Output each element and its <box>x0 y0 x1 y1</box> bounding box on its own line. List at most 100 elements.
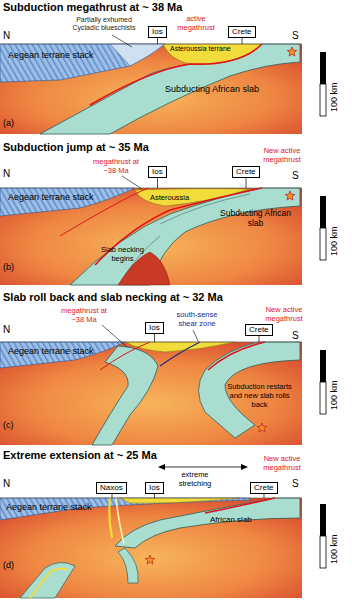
old-slab <box>92 346 158 445</box>
place-name: Crete <box>254 483 274 493</box>
region-label: Aegean terrane stack <box>8 192 94 203</box>
compass-label: S <box>292 330 299 342</box>
leader <box>112 35 132 47</box>
scale-bar <box>320 52 326 84</box>
leader <box>264 494 265 498</box>
leader <box>246 178 247 188</box>
panel-letter: (b) <box>3 262 14 273</box>
panel-a <box>0 35 326 134</box>
arrowhead <box>158 464 165 470</box>
surface <box>0 44 302 45</box>
panel-heading: Subduction megathrust at ~ 38 Ma <box>3 1 182 14</box>
blueschists <box>110 44 165 66</box>
old-megathrust <box>100 342 150 370</box>
megathrust <box>90 44 262 105</box>
panel-letter: (a) <box>3 118 14 129</box>
megathrust-label: New active megathrust <box>264 305 304 323</box>
place-name: Crete <box>249 325 269 335</box>
panel-b <box>0 176 326 285</box>
compass-label: N <box>3 324 10 336</box>
scale-bar <box>320 228 326 260</box>
star <box>257 423 267 432</box>
detached-slab <box>20 562 75 598</box>
annotation: extreme stretching <box>175 470 215 488</box>
scale-bar <box>320 350 326 382</box>
place-box: Crete <box>250 482 278 494</box>
stretch-arrow <box>164 467 242 468</box>
asteroussia <box>125 342 235 352</box>
scale-bar <box>320 382 326 414</box>
annotation: Partially exhumed Cycladic blueschists <box>62 16 146 33</box>
place-name: Naxos <box>100 483 123 493</box>
star <box>285 191 295 200</box>
mantle <box>0 44 302 134</box>
region-label: Aegean terrane stack <box>8 346 94 357</box>
compass-label: S <box>292 170 299 182</box>
compass-label: S <box>292 478 299 490</box>
shear-zone-label: south-sense shear zone <box>172 310 222 328</box>
leader <box>157 178 158 188</box>
leader <box>242 38 243 44</box>
leader <box>154 494 155 498</box>
megathrust <box>208 342 265 370</box>
place-name: Ios <box>152 167 163 177</box>
scale-label: 100 km <box>330 534 339 564</box>
mantle <box>0 188 302 285</box>
region-label: Asteroussia <box>150 193 189 202</box>
region-label: Asteroussia terrane <box>170 45 231 53</box>
scale-bar <box>320 504 326 536</box>
new-slab <box>199 342 301 438</box>
megathrust-label: megathrust at ~38 Ma <box>92 157 140 175</box>
region-label: Aegean terrane stack <box>8 50 94 61</box>
panel-heading: Subduction jump at ~ 35 Ma <box>3 141 149 154</box>
panel-heading: Extreme extension at ~ 25 Ma <box>3 449 157 462</box>
place-box: Crete <box>245 324 273 336</box>
slab <box>115 498 300 548</box>
panel-heading: Slab roll back and slab necking at ~ 32 … <box>3 291 223 304</box>
slab-fragment <box>118 548 138 583</box>
place-box: Ios <box>148 26 167 38</box>
panel-c <box>0 325 326 445</box>
aegean-stack <box>0 188 135 216</box>
megathrust-label: active megathrust <box>176 14 216 32</box>
megathrust-label: megathrust at ~38 Ma <box>60 306 108 324</box>
leader <box>157 38 158 44</box>
region-label: Aegean terrane stack <box>6 502 92 513</box>
place-name: Ios <box>149 483 160 493</box>
surface <box>0 498 302 499</box>
panel-d <box>0 464 326 598</box>
pluton <box>116 498 124 544</box>
place-box: Naxos <box>96 482 127 494</box>
place-name: Crete <box>236 167 256 177</box>
place-box: Ios <box>145 482 164 494</box>
compass-label: N <box>3 168 10 180</box>
place-name: Crete <box>232 27 252 37</box>
scale-bar <box>320 84 326 116</box>
megathrust-label: New active megathrust <box>262 146 302 164</box>
pluton <box>109 498 112 538</box>
place-box: Crete <box>232 166 260 178</box>
megathrust <box>95 188 262 265</box>
aegean-stack <box>0 342 125 368</box>
scale-bar <box>320 196 326 228</box>
place-name: Ios <box>152 27 163 37</box>
place-box: Ios <box>145 322 164 334</box>
place-box: Ios <box>148 166 167 178</box>
region-label: Subducting African slab <box>218 208 293 228</box>
star <box>287 47 297 56</box>
mantle <box>0 342 302 445</box>
place-name: Ios <box>149 323 160 333</box>
scale-label: 100 km <box>330 226 339 256</box>
compass-label: S <box>292 30 299 42</box>
megathrust-label: New active megathrust <box>262 454 302 472</box>
detached-asteroussia <box>30 568 68 598</box>
scale-label: 100 km <box>330 82 339 112</box>
slab <box>70 188 300 285</box>
panel-letter: (c) <box>3 420 14 431</box>
annotation: Slab necking begins <box>100 245 145 263</box>
region-label: African slab <box>210 515 252 525</box>
aegean-stack <box>0 44 165 82</box>
scale-bar <box>320 536 326 568</box>
compass-label: N <box>3 478 10 490</box>
